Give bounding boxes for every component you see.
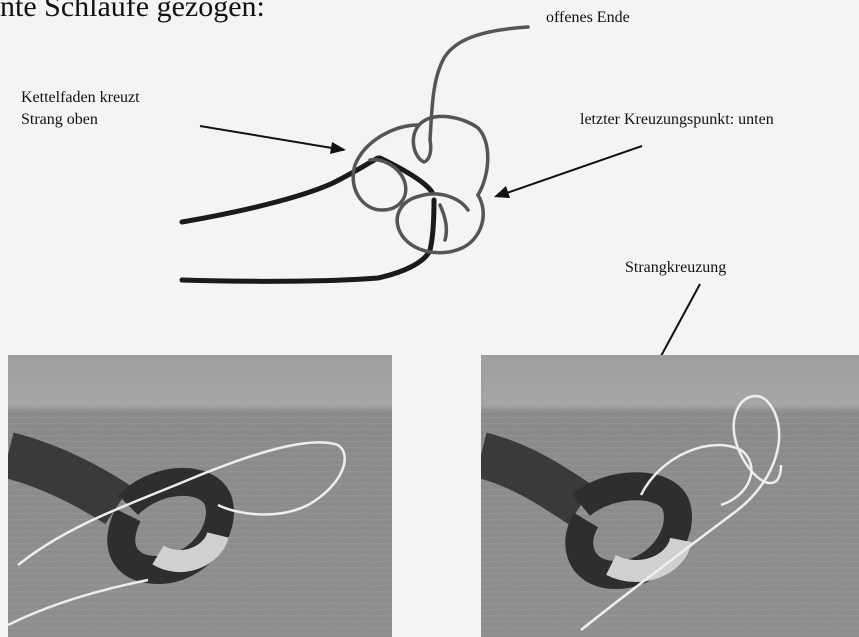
pointer-last-crossing (498, 146, 642, 196)
thread-loop-lower (397, 194, 483, 253)
photo-after (481, 355, 859, 637)
thread-open-end (430, 27, 528, 140)
lower-strand (182, 200, 434, 281)
upper-strand (182, 158, 378, 222)
pointer-kettelfaden (200, 126, 344, 150)
photo-before (8, 355, 392, 637)
thread-inner-crossing (440, 205, 446, 240)
